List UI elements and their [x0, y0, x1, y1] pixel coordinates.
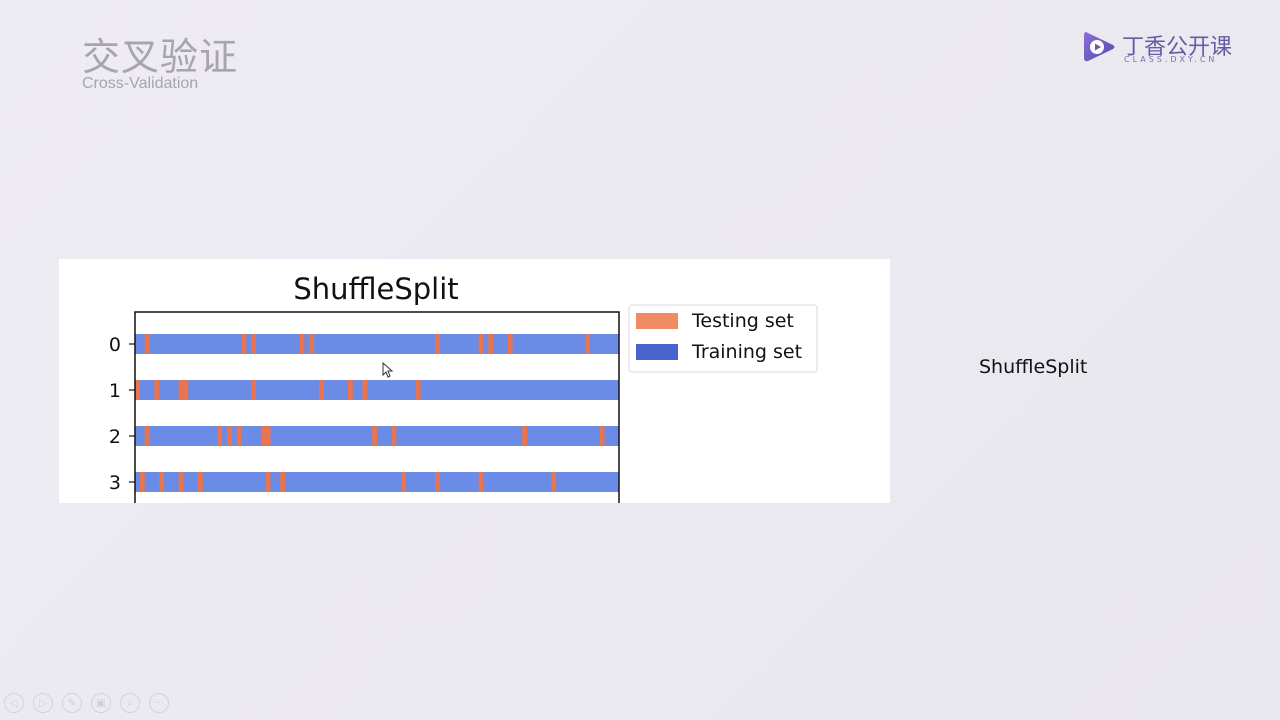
brand-logo: 丁香公开课 CLASS.DXY.CN	[1080, 28, 1250, 70]
side-label: ShuffleSplit	[979, 356, 1088, 378]
test-sample-mark	[178, 472, 184, 492]
test-sample-mark	[435, 334, 440, 354]
test-sample-mark	[241, 334, 247, 354]
y-tick-label: 2	[109, 426, 121, 448]
next-icon[interactable]: ▷	[33, 693, 53, 713]
split-row-1	[135, 380, 619, 400]
slideshow-controls: ◁ ▷ ✎ ▣ ⌕ ···	[4, 693, 169, 715]
test-sample-mark	[135, 380, 140, 400]
test-sample-mark	[435, 472, 440, 492]
y-tick-label: 3	[109, 472, 121, 494]
y-tick-label: 1	[109, 380, 121, 402]
mouse-cursor-icon	[382, 362, 394, 378]
pen-icon[interactable]: ✎	[62, 693, 82, 713]
test-sample-mark	[178, 380, 184, 400]
test-sample-mark	[154, 380, 160, 400]
chart-title: ShuffleSplit	[293, 272, 458, 306]
prev-icon[interactable]: ◁	[4, 693, 24, 713]
test-sample-mark	[478, 334, 484, 354]
test-sample-mark	[265, 426, 271, 446]
test-sample-mark	[197, 472, 203, 492]
test-sample-mark	[522, 426, 528, 446]
test-sample-mark	[309, 334, 315, 354]
split-row-3	[135, 472, 619, 492]
legend-label-testing: Testing set	[691, 310, 794, 332]
test-sample-mark	[159, 472, 165, 492]
test-sample-mark	[585, 334, 590, 354]
test-sample-mark	[599, 426, 605, 446]
test-sample-mark	[251, 380, 256, 400]
test-sample-mark	[488, 334, 494, 354]
more-icon[interactable]: ···	[149, 693, 169, 713]
legend: Testing set Training set	[628, 304, 818, 373]
test-sample-mark	[347, 380, 353, 400]
test-sample-mark	[236, 426, 242, 446]
legend-label-training: Training set	[691, 341, 802, 363]
slide-subtitle: Cross-Validation	[82, 75, 199, 92]
test-sample-mark	[226, 426, 232, 446]
test-sample-mark	[372, 426, 377, 446]
test-sample-mark	[551, 472, 557, 492]
test-sample-mark	[280, 472, 286, 492]
test-sample-mark	[299, 334, 305, 354]
test-sample-mark	[318, 380, 324, 400]
test-sample-mark	[144, 426, 150, 446]
test-sample-mark	[144, 334, 150, 354]
test-sample-mark	[415, 380, 421, 400]
test-sample-mark	[183, 380, 189, 400]
split-row-0	[135, 334, 619, 354]
test-sample-mark	[217, 426, 223, 446]
logo-subtext: CLASS.DXY.CN	[1124, 55, 1218, 64]
plot-frame	[134, 311, 620, 503]
test-sample-mark	[362, 380, 368, 400]
test-sample-mark	[507, 334, 513, 354]
zoom-icon[interactable]: ⌕	[120, 693, 140, 713]
y-tick-label: 0	[109, 334, 121, 356]
legend-swatch-training	[636, 344, 678, 360]
test-sample-mark	[139, 472, 145, 492]
pages-icon[interactable]: ▣	[91, 693, 111, 713]
test-sample-mark	[478, 472, 484, 492]
test-sample-mark	[251, 334, 256, 354]
legend-swatch-testing	[636, 313, 678, 329]
shufflesplit-chart: ShuffleSplit 0 1 2 3 Testing set Training s…	[109, 272, 818, 503]
test-sample-mark	[265, 472, 271, 492]
test-sample-mark	[391, 426, 397, 446]
test-sample-mark	[260, 426, 266, 446]
logo-text: 丁香公开课	[1122, 35, 1233, 60]
slide-title: 交叉验证	[82, 35, 239, 79]
test-sample-mark	[401, 472, 407, 492]
shufflesplit-figure: ShuffleSplit 0 1 2 3 Testing set Training s…	[59, 259, 890, 503]
play-logo-icon	[1084, 32, 1115, 62]
